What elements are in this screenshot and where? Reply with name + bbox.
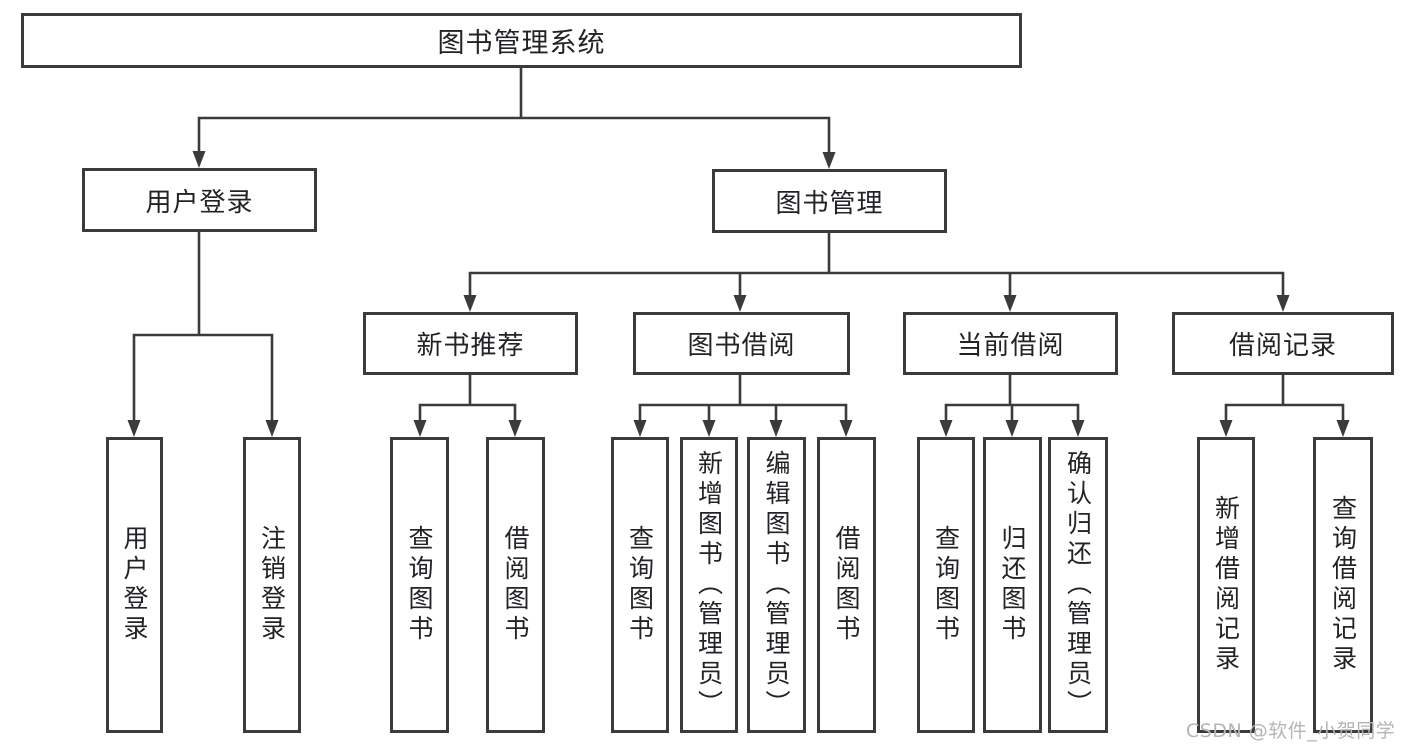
node-book-management-label: 图书管理 bbox=[775, 188, 884, 219]
leaf-edit-book-admin: 编辑图书（管理员） bbox=[747, 437, 806, 733]
arrowhead bbox=[1219, 420, 1233, 437]
arrowhead bbox=[127, 420, 141, 437]
node-current-borrowing-label: 当前借阅 bbox=[956, 331, 1065, 361]
node-borrowing-records-label: 借阅记录 bbox=[1228, 331, 1337, 361]
edge-borrow-records-children bbox=[1224, 373, 1345, 423]
leaf-query-books-2-label: 查询图书 bbox=[625, 525, 655, 645]
node-user-login-label: 用户登录 bbox=[145, 187, 254, 218]
leaf-add-book-admin-label: 新增图书（管理员） bbox=[694, 450, 724, 720]
arrowhead bbox=[633, 420, 647, 437]
arrowhead bbox=[463, 295, 477, 312]
arrowhead bbox=[822, 152, 836, 169]
arrowhead bbox=[192, 151, 206, 168]
arrowhead bbox=[839, 420, 853, 437]
arrowhead bbox=[1003, 295, 1017, 312]
leaf-user-login: 用户登录 bbox=[106, 437, 163, 733]
leaf-return-book: 归还图书 bbox=[983, 437, 1042, 733]
leaf-query-books-1-label: 查询图书 bbox=[405, 525, 434, 645]
leaf-query-books-1: 查询图书 bbox=[390, 437, 449, 733]
edge-new-book-rec-children bbox=[418, 373, 517, 423]
node-current-borrowing: 当前借阅 bbox=[903, 312, 1118, 375]
node-borrowing-records: 借阅记录 bbox=[1172, 312, 1394, 375]
leaf-query-borrow-record-label: 查询借阅记录 bbox=[1328, 495, 1358, 675]
leaf-borrow-books-2-label: 借阅图书 bbox=[832, 525, 861, 645]
leaf-query-books-3: 查询图书 bbox=[917, 437, 975, 733]
node-new-book-recommendation: 新书推荐 bbox=[363, 312, 578, 375]
leaf-query-books-3-label: 查询图书 bbox=[931, 525, 961, 645]
node-book-borrowing-label: 图书借阅 bbox=[687, 331, 796, 361]
node-user-login-branch: 用户登录 bbox=[82, 168, 317, 232]
node-book-management-branch: 图书管理 bbox=[712, 169, 947, 233]
leaf-query-books-2: 查询图书 bbox=[611, 437, 669, 733]
leaf-add-borrow-record-label: 新增借阅记录 bbox=[1211, 495, 1241, 675]
leaf-add-borrow-record: 新增借阅记录 bbox=[1197, 437, 1255, 733]
edge-root-children bbox=[197, 66, 831, 155]
leaf-confirm-return-admin: 确认归还（管理员） bbox=[1048, 437, 1108, 733]
leaf-add-book-admin: 新增图书（管理员） bbox=[680, 437, 738, 733]
node-root-label: 图书管理系统 bbox=[437, 28, 606, 59]
arrowhead bbox=[1005, 420, 1019, 437]
leaf-return-book-label: 归还图书 bbox=[998, 525, 1027, 645]
arrowhead bbox=[769, 420, 783, 437]
arrowhead bbox=[265, 420, 279, 437]
leaf-edit-book-admin-label: 编辑图书（管理员） bbox=[762, 450, 791, 720]
csdn-watermark: CSDN @软件_小贺同学 bbox=[1186, 720, 1396, 742]
edge-book-borrow-children bbox=[638, 373, 848, 423]
node-root: 图书管理系统 bbox=[21, 13, 1022, 68]
leaf-borrow-books-2: 借阅图书 bbox=[817, 437, 876, 733]
leaf-borrow-books-1: 借阅图书 bbox=[486, 437, 545, 733]
arrowhead bbox=[1336, 420, 1350, 437]
leaf-confirm-return-admin-label: 确认归还（管理员） bbox=[1063, 450, 1093, 720]
node-new-book-recommendation-label: 新书推荐 bbox=[416, 331, 525, 361]
leaf-query-borrow-record: 查询借阅记录 bbox=[1313, 437, 1373, 733]
edge-current-borrow-children bbox=[944, 373, 1080, 423]
leaf-borrow-books-1-label: 借阅图书 bbox=[501, 525, 530, 645]
node-book-borrowing: 图书借阅 bbox=[633, 312, 850, 375]
arrowhead bbox=[939, 420, 953, 437]
arrowhead bbox=[1276, 295, 1290, 312]
arrowhead bbox=[508, 420, 522, 437]
edge-book-mgmt-children bbox=[468, 231, 1285, 298]
arrowhead bbox=[1071, 420, 1085, 437]
arrowhead bbox=[413, 420, 427, 437]
leaf-logout: 注销登录 bbox=[243, 437, 301, 733]
leaf-user-login-label: 用户登录 bbox=[120, 525, 149, 645]
leaf-logout-label: 注销登录 bbox=[257, 525, 287, 645]
arrowhead bbox=[702, 420, 716, 437]
arrowhead bbox=[733, 295, 747, 312]
edge-user-login-children bbox=[132, 230, 274, 423]
